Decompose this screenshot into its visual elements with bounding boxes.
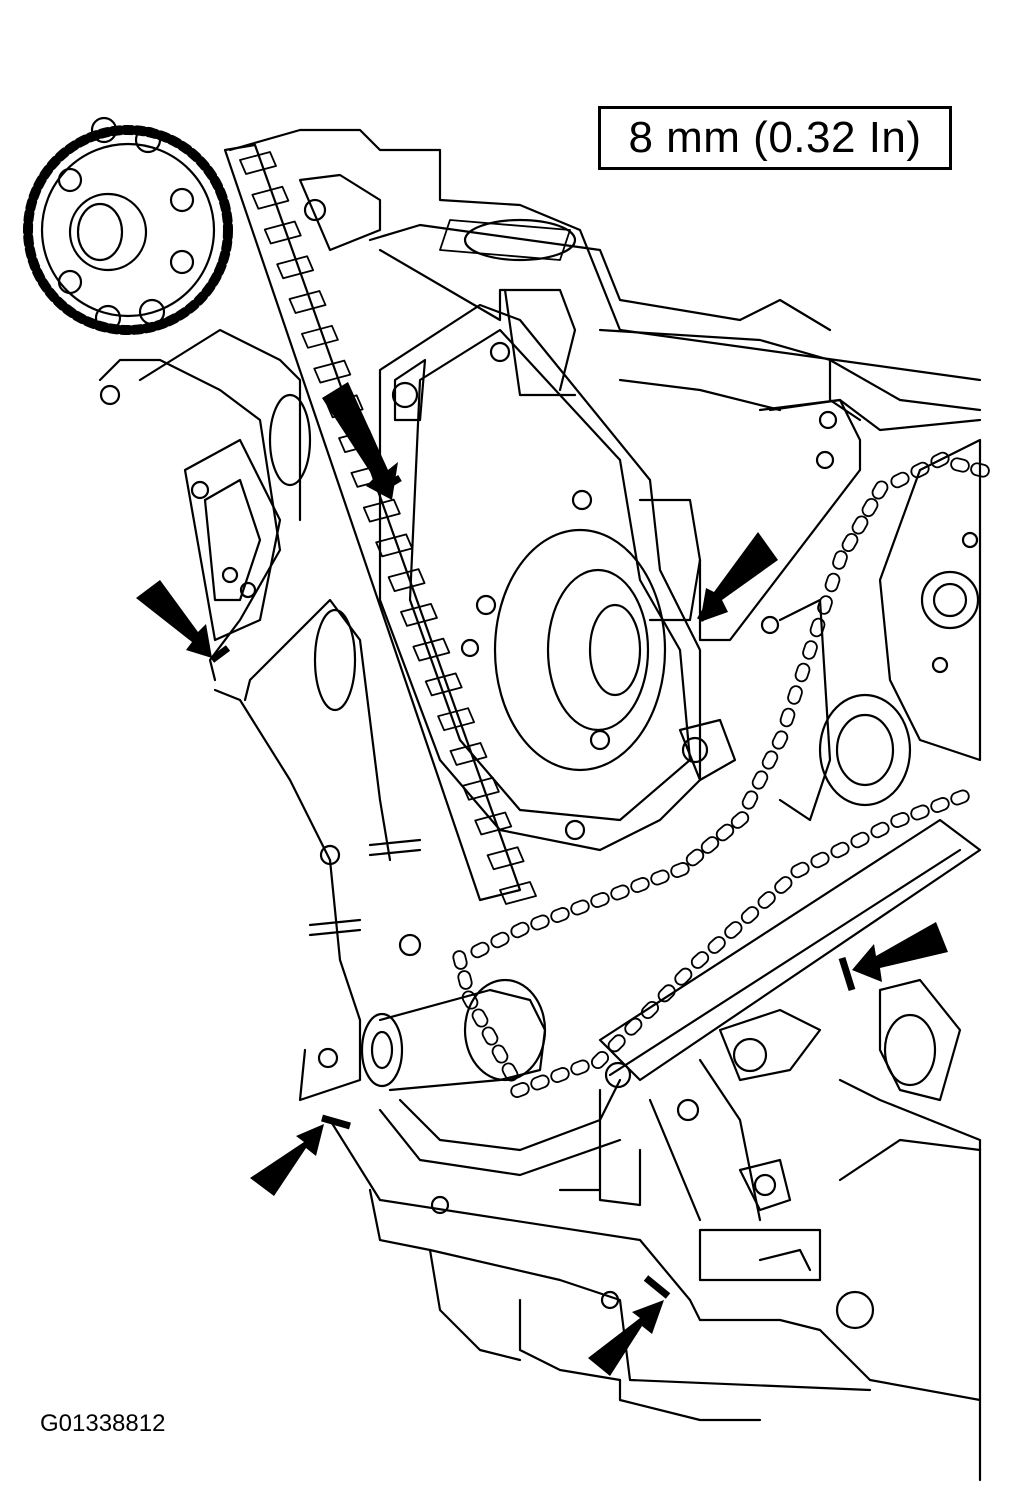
right-bank — [700, 400, 980, 1480]
sealant-bead-mark — [842, 958, 852, 990]
chain-guide-right — [600, 820, 980, 1220]
figure-id: G01338812 — [40, 1410, 166, 1437]
arrow-icon — [136, 580, 212, 658]
dimension-callout: 8 mm (0.32 In) — [598, 106, 952, 170]
engine-block-left — [100, 330, 420, 1100]
callout-text: 8 mm (0.32 In) — [628, 113, 922, 162]
arrow-icon — [852, 922, 948, 982]
sealant-bead-mark — [212, 648, 228, 660]
crankshaft-snout — [362, 980, 620, 1175]
arrow-icon — [322, 382, 398, 500]
timing-chain — [452, 451, 990, 1099]
timing-cover — [380, 305, 735, 850]
sealant-bead-mark — [322, 1118, 350, 1126]
arrow-icon — [700, 532, 778, 622]
arrow-icon — [250, 1124, 324, 1196]
oil-pan — [330, 1100, 980, 1420]
sealant-bead-mark — [646, 1278, 668, 1296]
arrow-icon — [588, 1300, 664, 1376]
camshaft-sprocket — [28, 118, 228, 330]
engine-block-upper — [230, 130, 980, 430]
